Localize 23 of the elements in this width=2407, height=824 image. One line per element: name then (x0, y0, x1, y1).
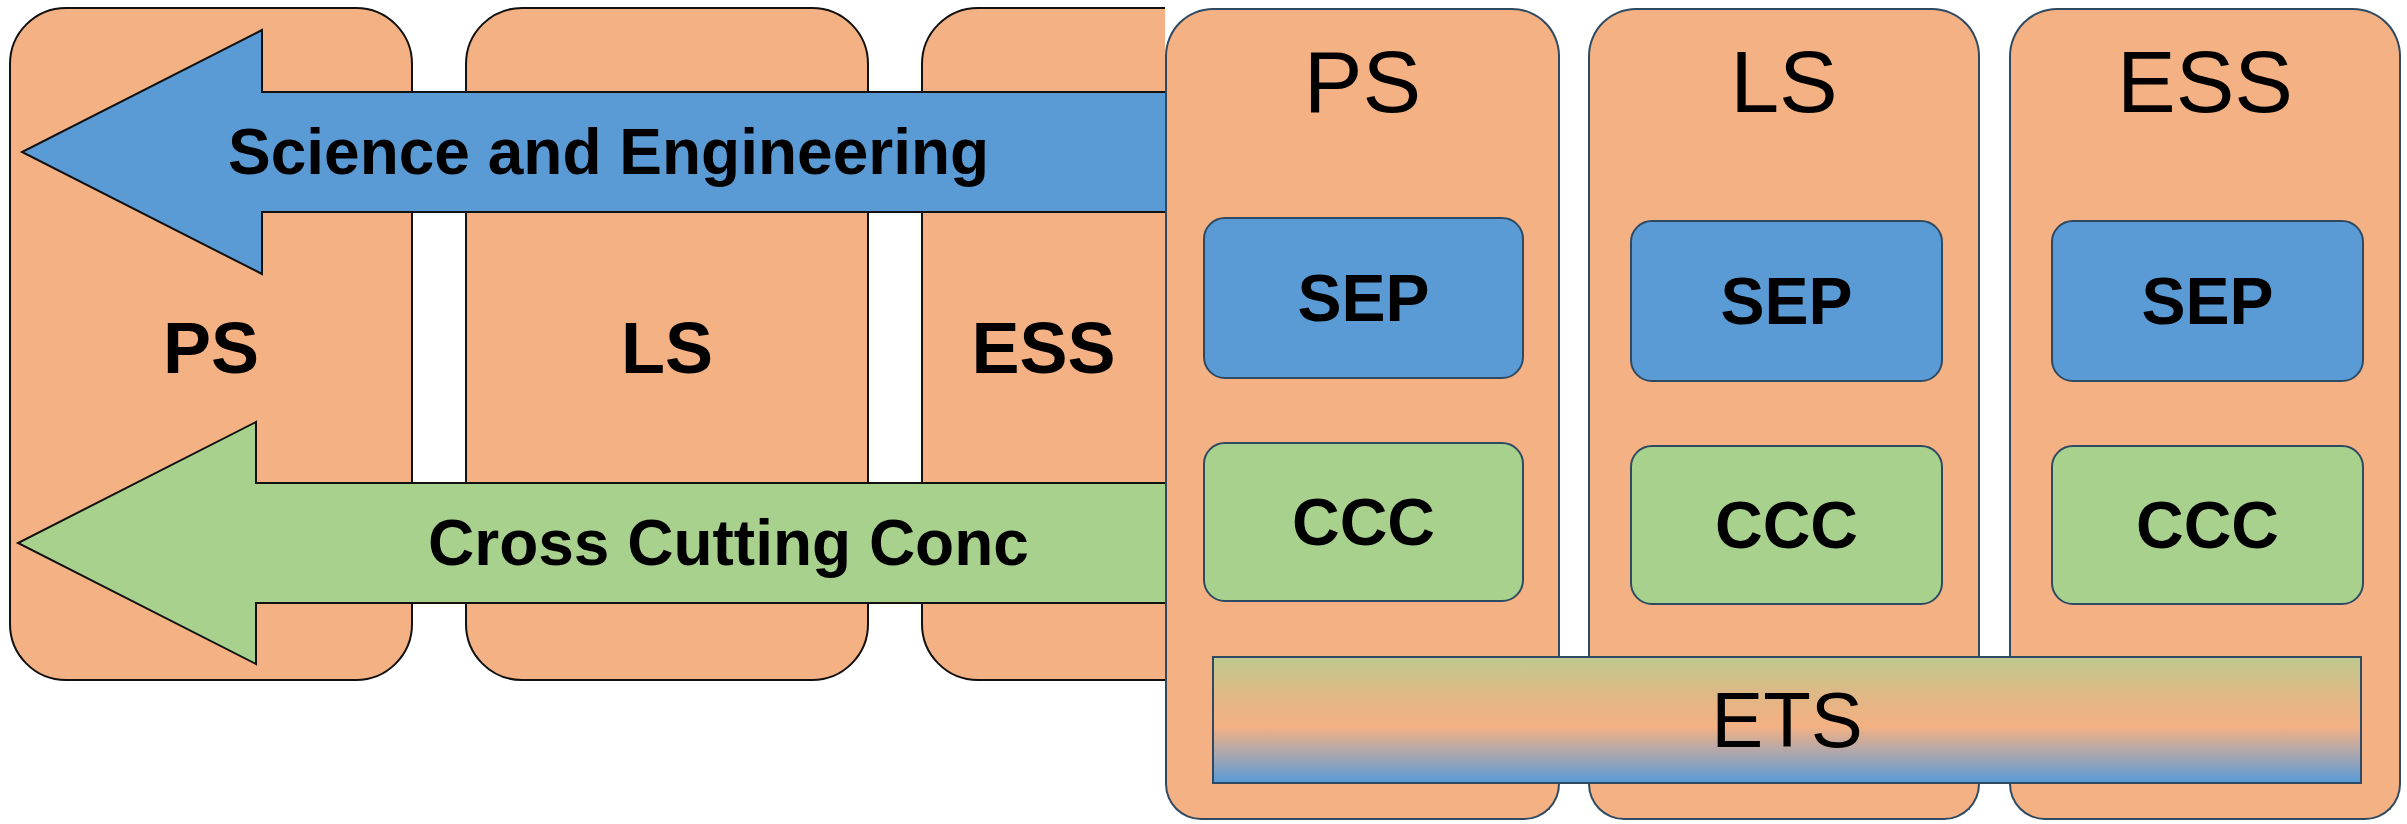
box-label: SEP (2141, 263, 2274, 339)
box-label: CCC (1292, 484, 1435, 560)
rounded-box (1630, 445, 1943, 605)
rounded-box (1203, 442, 1524, 602)
rounded-box (1203, 217, 1524, 379)
column-panel (1588, 8, 1980, 656)
column-heading: LS (1729, 38, 1839, 126)
gradient-band (1212, 656, 2362, 784)
column-heading: ESS (2115, 38, 2295, 126)
column-panel (2009, 8, 2401, 656)
card-label: ESS (971, 312, 1116, 384)
rounded-box (2051, 445, 2364, 605)
card-label: LS (621, 312, 713, 384)
band-label: ETS (1711, 674, 1863, 766)
rounded-box (1630, 220, 1943, 382)
box-label: CCC (1715, 487, 1858, 563)
box-label: SEP (1297, 260, 1430, 336)
card-label: PS (162, 312, 259, 384)
box-label: CCC (2136, 487, 2279, 563)
column-panel (1165, 8, 1560, 656)
rounded-box (2051, 220, 2364, 382)
box-label: SEP (1720, 263, 1853, 339)
column-heading: PS (1302, 38, 1423, 126)
